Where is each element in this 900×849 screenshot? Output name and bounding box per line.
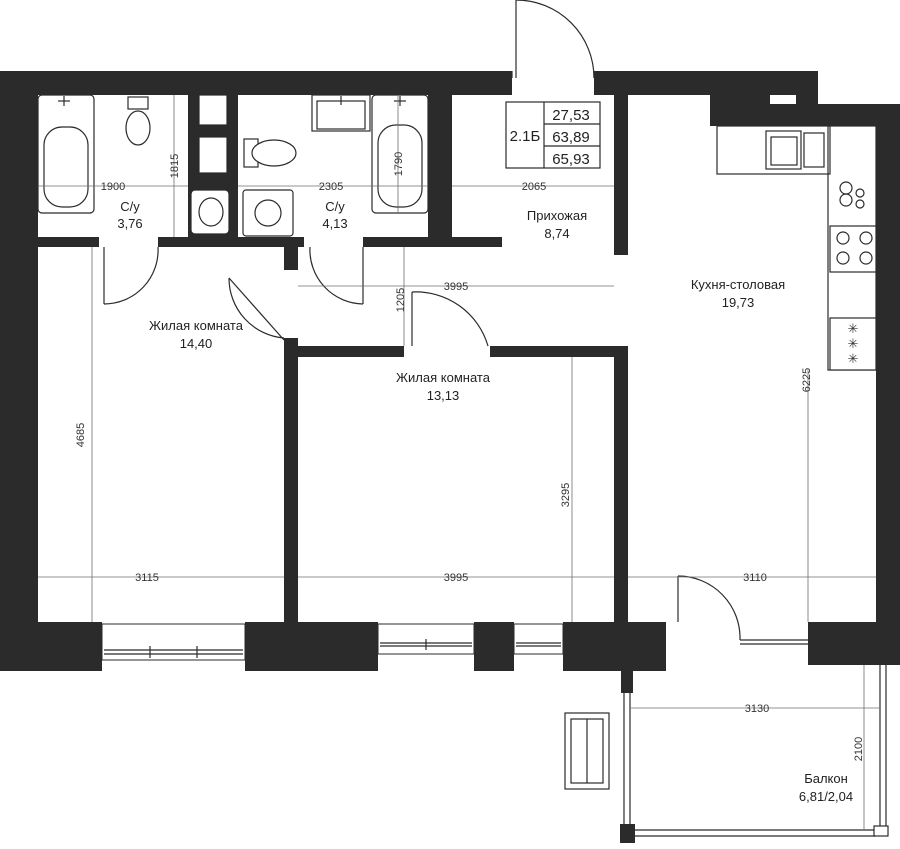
bathtub-icon xyxy=(37,94,95,214)
dim-bath1-width: 1900 xyxy=(101,181,125,193)
total-area-value: 63,89 xyxy=(552,129,590,146)
living1-name: Жилая комната xyxy=(149,318,244,333)
dim-corridor-width: 3995 xyxy=(444,281,468,293)
dim-living1-depth: 4685 xyxy=(75,423,87,447)
bathtub-icon xyxy=(371,94,429,214)
dim-kitchen-width: 3110 xyxy=(743,572,767,584)
dim-kitchen-depth: 6225 xyxy=(801,368,813,392)
living-area-value: 27,53 xyxy=(552,107,590,124)
dimension-labels: 1900 1815 2305 1790 2065 3995 1205 4685 … xyxy=(75,152,865,761)
bath2-name: С/у xyxy=(325,199,345,214)
balcony-structure xyxy=(564,665,889,843)
hall-name: Прихожая xyxy=(527,208,587,223)
room-labels: С/у 3,76 С/у 4,13 Прихожая 8,74 Кухня-ст… xyxy=(117,199,853,804)
bath1-name: С/у xyxy=(120,199,140,214)
dim-bath2-width: 2305 xyxy=(319,181,343,193)
living1-area: 14,40 xyxy=(180,336,213,351)
kitchen-area: 19,73 xyxy=(722,295,755,310)
sink-icon xyxy=(190,189,230,235)
dim-living2-width: 3995 xyxy=(444,572,468,584)
windows xyxy=(101,623,808,661)
cooktop-icon xyxy=(829,225,877,273)
bath2-area: 4,13 xyxy=(322,216,347,231)
svg-text:✳: ✳ xyxy=(848,351,859,366)
hall-area: 8,74 xyxy=(544,226,569,241)
total-area-with-balcony-value: 65,93 xyxy=(552,151,590,168)
apartment-code: 2.1Б xyxy=(510,128,541,145)
area-table: 2.1Б 27,53 63,89 65,93 xyxy=(505,101,601,169)
balcony-area: 6,81/2,04 xyxy=(799,789,853,804)
toilet-icon xyxy=(127,96,149,110)
kitchen-fixtures: ✳ ✳ ✳ xyxy=(716,125,877,371)
bath1-fixtures xyxy=(37,94,230,235)
living2-area: 13,13 xyxy=(427,388,460,403)
exterior-walls xyxy=(0,71,900,671)
balcony-name: Балкон xyxy=(804,771,848,786)
washing-machine-icon xyxy=(242,189,294,237)
bath1-area: 3,76 xyxy=(117,216,142,231)
stove-icon xyxy=(839,181,853,195)
dimension-lines xyxy=(38,95,880,830)
dim-bath2-depth: 1790 xyxy=(393,152,405,176)
dim-corridor-depth: 1205 xyxy=(395,288,407,312)
svg-text:✳: ✳ xyxy=(848,336,859,351)
area-table-frame xyxy=(505,101,601,169)
dim-balcony-width: 3130 xyxy=(745,703,769,715)
drainboard-icon xyxy=(803,132,825,168)
interior-walls xyxy=(38,94,628,622)
dim-bath1-depth: 1815 xyxy=(169,154,181,178)
svg-text:✳: ✳ xyxy=(848,321,859,336)
living2-name: Жилая комната xyxy=(396,370,491,385)
bath2-fixtures xyxy=(242,94,429,237)
oven-icon xyxy=(829,317,877,371)
dim-balcony-depth: 2100 xyxy=(853,737,865,761)
dim-living1-width: 3115 xyxy=(135,572,159,584)
dim-living2-depth: 3295 xyxy=(560,483,572,507)
kitchen-name: Кухня-столовая xyxy=(691,277,785,292)
dim-hall-width: 2065 xyxy=(522,181,546,193)
